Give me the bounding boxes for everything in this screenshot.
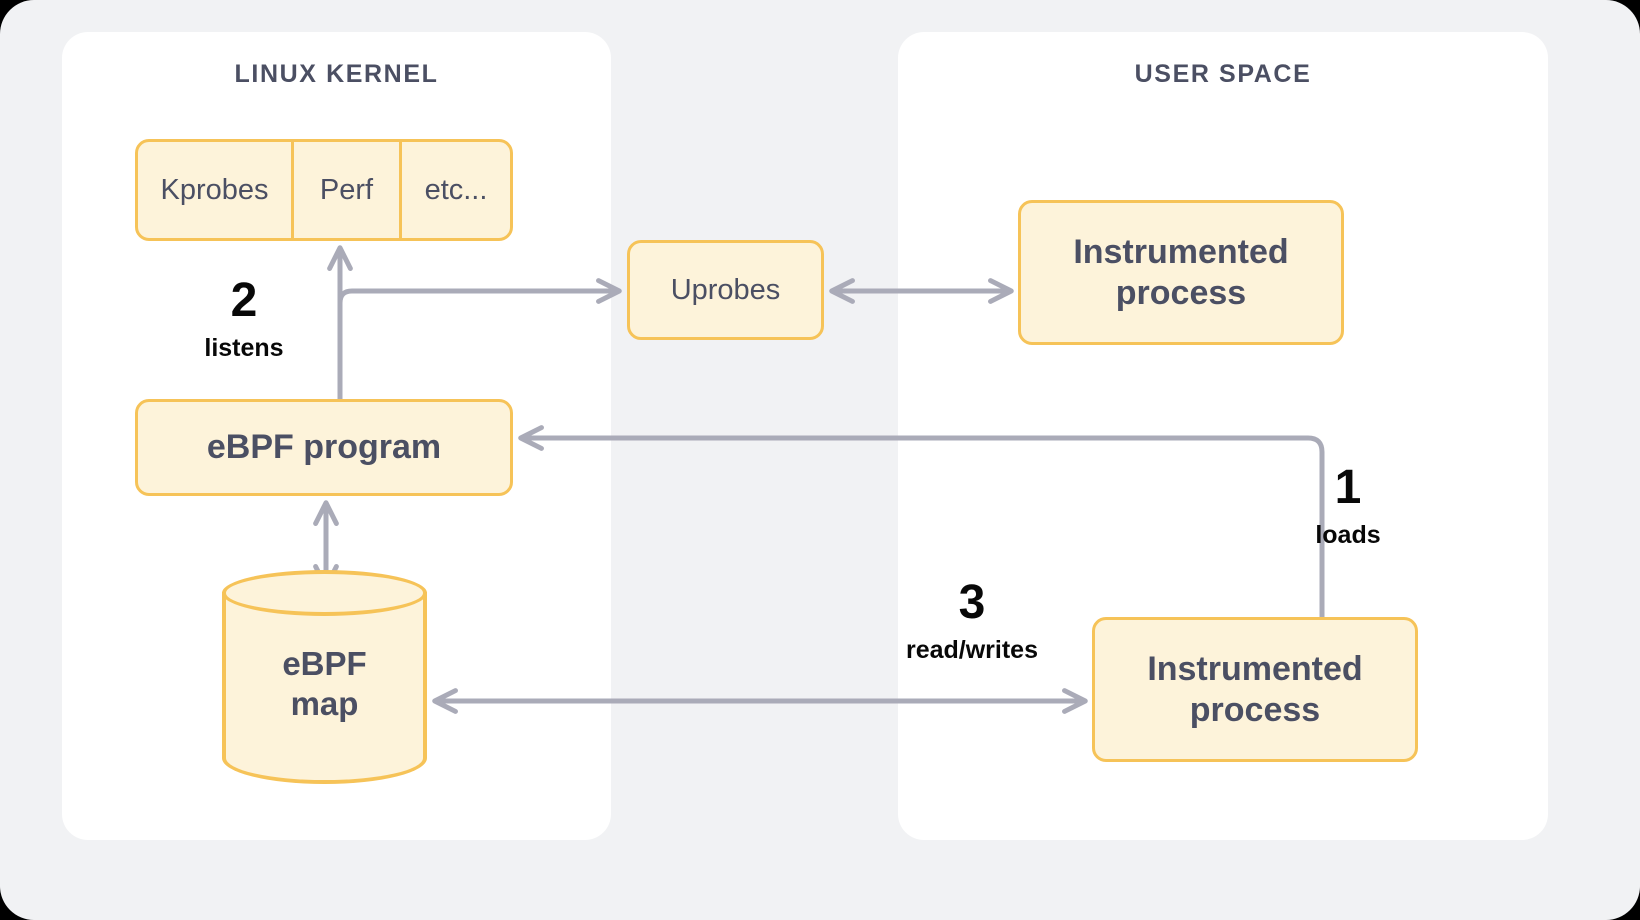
node-instrumented-process-bottom-line1: Instrumented	[1147, 650, 1363, 689]
node-instrumented-process-top-line2: process	[1115, 273, 1247, 312]
step-number-1: 1	[1334, 461, 1362, 514]
probe-cell-perf-label: Perf	[319, 173, 374, 206]
cylinder-body-icon	[222, 592, 427, 784]
panel-title-user-space: USER SPACE	[1134, 60, 1312, 88]
step-label-loads: 1 loads	[1288, 464, 1408, 548]
step-caption-listens: listens	[204, 334, 284, 362]
node-instrumented-process-bottom[interactable]: Instrumented process	[1092, 617, 1418, 762]
node-ebpf-map[interactable]: eBPF map	[222, 570, 427, 806]
probe-cell-etc-label: etc...	[424, 173, 488, 206]
probe-cell-kprobes[interactable]: Kprobes	[138, 142, 291, 238]
panel-title-linux-kernel: LINUX KERNEL	[234, 60, 439, 88]
node-uprobes[interactable]: Uprobes	[627, 240, 824, 340]
node-ebpf-program[interactable]: eBPF program	[135, 399, 513, 496]
node-instrumented-process-top-label: Instrumented process	[1073, 232, 1288, 312]
probe-strip[interactable]: Kprobes Perf etc...	[135, 139, 513, 241]
node-instrumented-process-bottom-label: Instrumented process	[1147, 649, 1362, 729]
node-instrumented-process-bottom-line2: process	[1189, 690, 1321, 729]
step-label-read-writes: 3 read/writes	[882, 579, 1062, 663]
step-label-listens: 2 listens	[170, 277, 318, 361]
probe-cell-kprobes-label: Kprobes	[160, 173, 269, 206]
node-uprobes-label: Uprobes	[670, 273, 781, 306]
node-ebpf-map-label-line2: map	[290, 685, 359, 723]
node-instrumented-process-top-line1: Instrumented	[1073, 233, 1289, 272]
node-ebpf-map-label-line1: eBPF	[282, 645, 367, 682]
node-instrumented-process-top[interactable]: Instrumented process	[1018, 200, 1344, 345]
step-caption-read-writes: read/writes	[905, 636, 1038, 664]
probe-cell-etc[interactable]: etc...	[399, 142, 510, 238]
cylinder-top-icon	[222, 570, 427, 616]
step-caption-loads: loads	[1315, 521, 1381, 549]
node-ebpf-program-label: eBPF program	[206, 428, 442, 467]
step-number-2: 2	[230, 274, 258, 327]
node-ebpf-map-label: eBPF map	[222, 644, 427, 725]
probe-cell-perf[interactable]: Perf	[291, 142, 399, 238]
step-number-3: 3	[958, 576, 986, 629]
